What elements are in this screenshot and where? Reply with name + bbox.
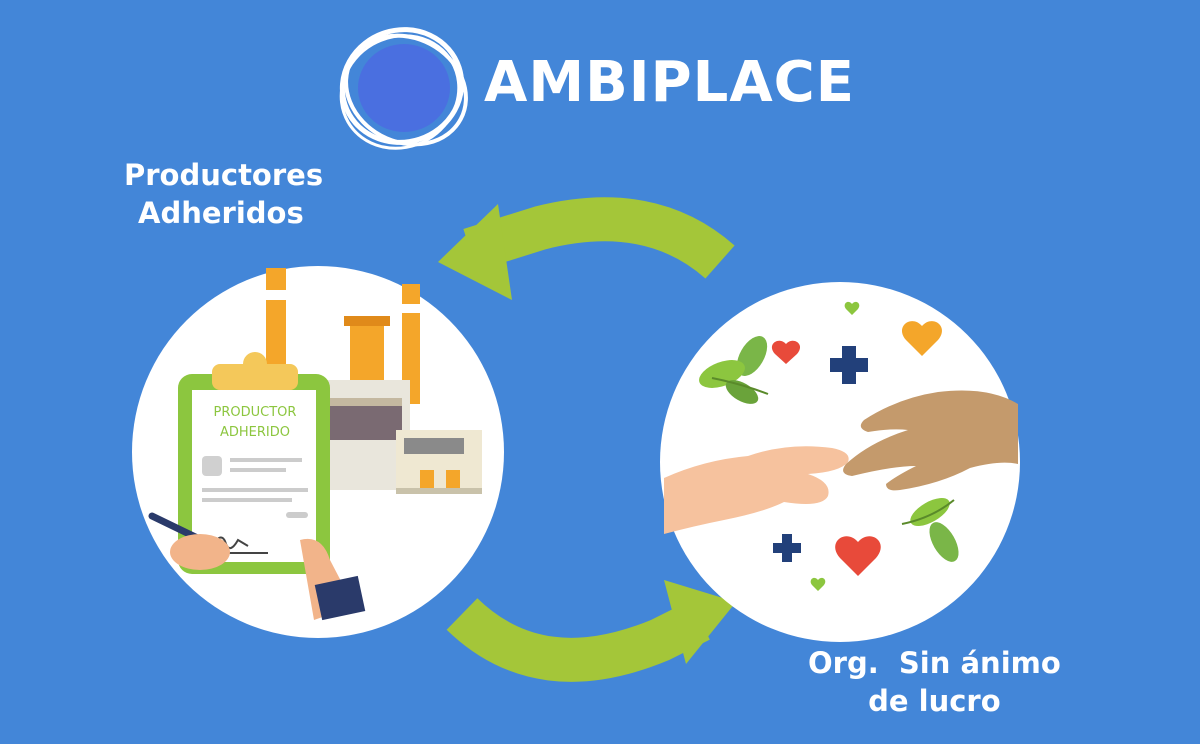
cross-icon — [830, 346, 868, 384]
logo-swirl-icon — [339, 27, 468, 150]
producers-label: Productores Adheridos — [124, 156, 323, 232]
document-line-2: ADHERIDO — [220, 425, 290, 440]
cross-icon — [773, 534, 801, 562]
heart-icon — [810, 577, 826, 591]
heart-icon — [835, 536, 881, 576]
clipboard-icon: PRODUCTOR ADHERIDO — [178, 352, 330, 574]
producers-illustration: PRODUCTOR ADHERIDO — [132, 266, 504, 638]
cycle-arrow-icon — [446, 580, 736, 682]
heart-icon — [902, 321, 942, 356]
leaf-icon — [901, 498, 959, 562]
producers-label-line-1: Productores — [124, 158, 324, 192]
brand-name: AMBIPLACE — [484, 50, 856, 115]
nonprofits-label-line-2: de lucro — [868, 684, 1001, 718]
cycle-arrow-icon — [438, 197, 735, 300]
heart-icon — [771, 340, 801, 364]
hand-with-pen-icon — [148, 512, 366, 621]
nonprofits-illustration — [660, 282, 1020, 642]
factory-icon — [266, 268, 482, 494]
nonprofits-label: Org. Sin ánimo de lucro — [808, 644, 1061, 720]
producers-label-line-2: Adheridos — [138, 196, 304, 230]
document-line-1: PRODUCTOR — [214, 405, 297, 420]
heart-icon — [844, 301, 860, 315]
leaf-icon — [699, 336, 769, 404]
nonprofits-label-line-1: Org. Sin ánimo — [808, 646, 1061, 680]
hands-icon — [664, 390, 1018, 534]
